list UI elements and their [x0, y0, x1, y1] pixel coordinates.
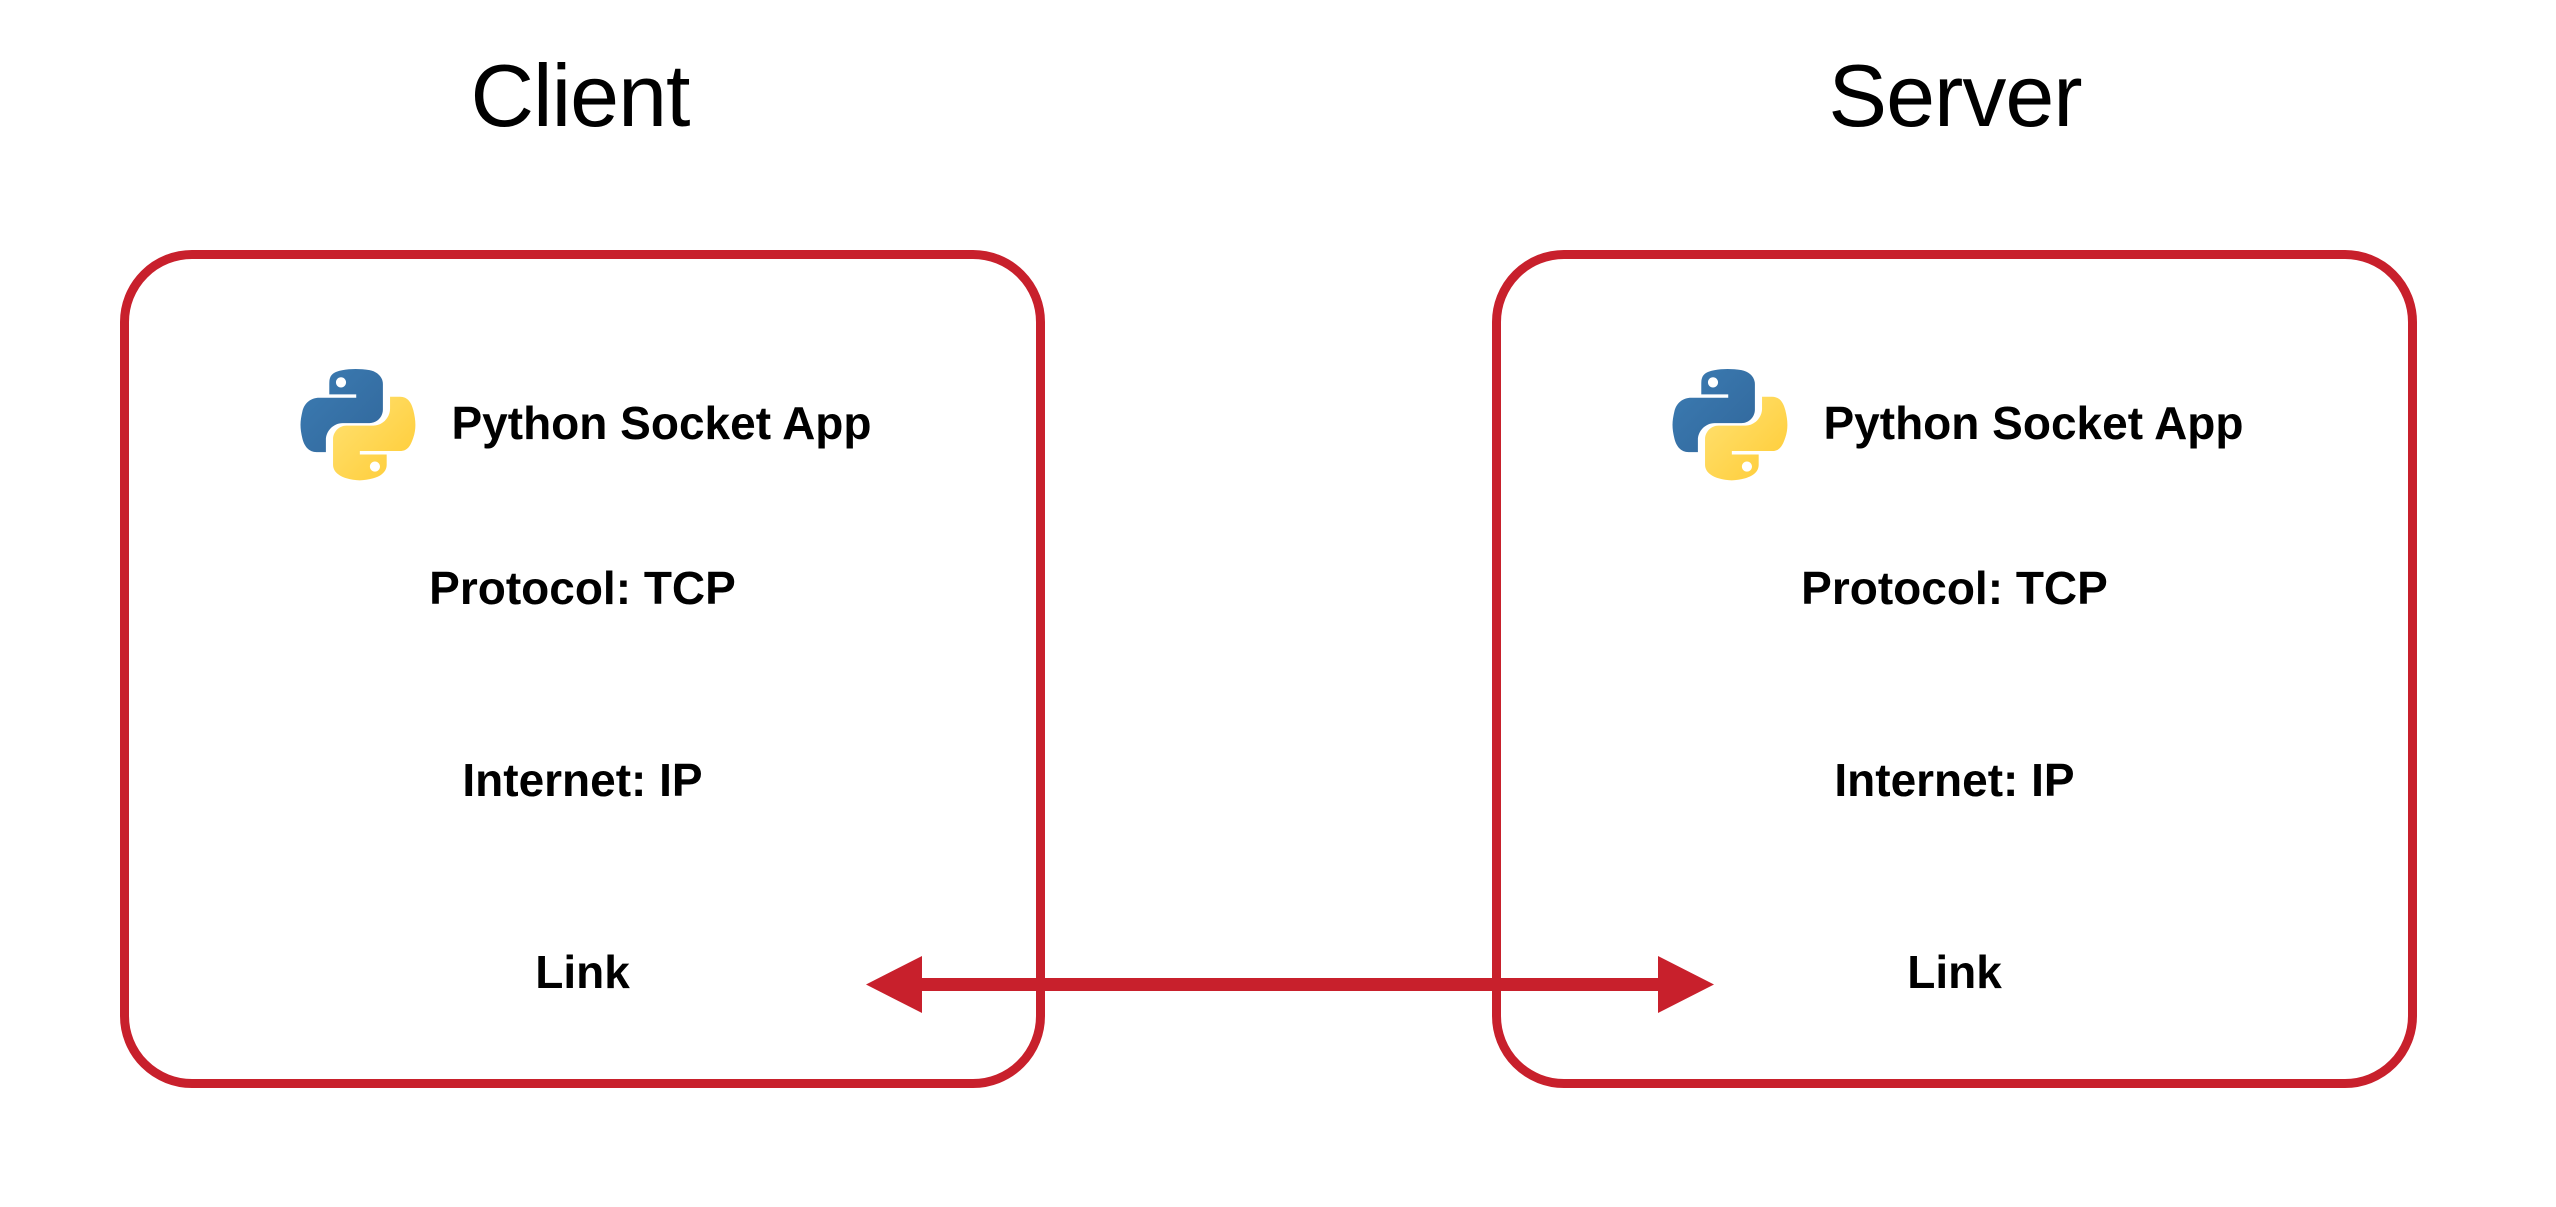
host-box-client[interactable]: Python Socket App Protocol: TCP Internet… [120, 250, 1045, 1088]
column-title-server: Server [1828, 46, 2082, 145]
layer-label-internet-server: Internet: IP [1834, 754, 2075, 806]
host-box-server[interactable]: Python Socket App Protocol: TCP Internet… [1492, 250, 2417, 1088]
layer-row-application-server: Python Socket App [1501, 361, 2408, 492]
column-title-client: Client [470, 46, 691, 145]
python-logo-icon [294, 361, 418, 485]
layer-row-application-client: Python Socket App [129, 361, 1036, 492]
layer-label-link-client: Link [535, 946, 630, 998]
layer-label-application-server: Python Socket App [1823, 397, 2244, 449]
layer-label-internet-client: Internet: IP [462, 754, 703, 806]
layer-label-transport-client: Protocol: TCP [429, 562, 736, 614]
layer-label-transport-server: Protocol: TCP [1801, 562, 2108, 614]
python-logo-icon [1666, 361, 1790, 485]
layer-label-application-client: Python Socket App [451, 397, 872, 449]
layer-label-link-server: Link [1907, 946, 2002, 998]
